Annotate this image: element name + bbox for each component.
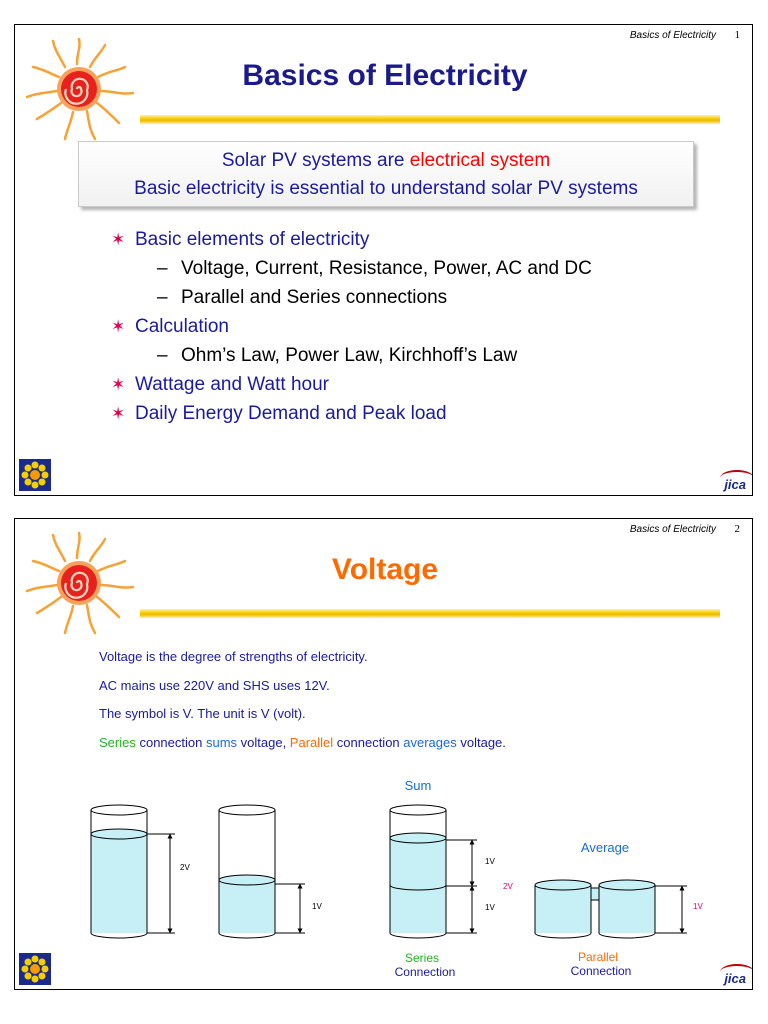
bullet-star-icon: ✶ xyxy=(111,230,126,249)
title-underline-bar xyxy=(140,115,720,124)
callout-line-2: Basic electricity is essential to unders… xyxy=(134,178,638,199)
text-fragment: connection xyxy=(135,735,206,750)
dash-icon: – xyxy=(157,287,168,308)
bullet-text: Daily Energy Demand and Peak load xyxy=(135,403,447,424)
sun-logo-icon xyxy=(25,37,135,141)
flower-logo-icon xyxy=(19,953,51,985)
flower-logo-icon xyxy=(19,459,51,491)
slide-header-title: Basics of Electricity xyxy=(629,30,716,41)
paragraph-connections: Series connection sums voltage, Parallel… xyxy=(99,735,506,750)
sub-bullet-text: Parallel and Series connections xyxy=(181,287,448,308)
caption-series-line1: Series xyxy=(405,951,439,965)
sun-logo-icon xyxy=(25,531,135,635)
bullet-text: Wattage and Watt hour xyxy=(135,374,329,395)
parallel-cylinders xyxy=(534,879,687,939)
value-label-series-bottom: 1V xyxy=(485,903,495,912)
callout-highlight: electrical system xyxy=(409,150,551,171)
page-number: 1 xyxy=(734,29,741,41)
callout-line-1-text: Solar PV systems are xyxy=(221,150,410,171)
jica-logo: jica xyxy=(720,470,752,492)
sub-bullet-text: Voltage, Current, Resistance, Power, AC … xyxy=(181,258,592,279)
voltage-diagram: 2V 1V Sum xyxy=(90,778,703,979)
caption-series-line2: Connection xyxy=(395,965,456,979)
cylinder-1v xyxy=(218,804,305,939)
callout-box: Solar PV systems are electrical system B… xyxy=(78,141,694,207)
slide-header-title: Basics of Electricity xyxy=(629,524,716,535)
bullet-star-icon: ✶ xyxy=(111,317,126,336)
dash-icon: – xyxy=(157,258,168,279)
text-sums: sums xyxy=(205,735,238,750)
page-title: Voltage xyxy=(331,553,439,586)
text-fragment: voltage, xyxy=(237,735,290,750)
text-averages: averages xyxy=(403,735,457,750)
paragraph: Voltage is the degree of strengths of el… xyxy=(99,649,368,664)
slide-1: Basics of Electricity 1 Basics of Electr… xyxy=(14,24,753,496)
text-fragment: connection xyxy=(333,735,404,750)
text-fragment: voltage. xyxy=(456,735,506,750)
cylinder-2v xyxy=(90,804,175,939)
caption-parallel-line1: Parallel xyxy=(578,950,618,964)
sub-bullet-text: Ohm’s Law, Power Law, Kirchhoff’s Law xyxy=(181,345,518,366)
caption-parallel-line2: Connection xyxy=(571,964,632,978)
value-label-1v: 1V xyxy=(312,902,322,911)
text-parallel: Parallel xyxy=(289,735,334,750)
value-label-parallel: 1V xyxy=(693,902,703,911)
page-number: 2 xyxy=(734,523,741,535)
paragraph: AC mains use 220V and SHS uses 12V. xyxy=(99,678,330,693)
jica-logo: jica xyxy=(720,964,752,986)
bullet-star-icon: ✶ xyxy=(111,375,126,394)
callout-line-1: Solar PV systems are electrical system xyxy=(79,147,693,175)
series-cylinders xyxy=(389,804,477,939)
slide-2: Basics of Electricity 2 Voltage Voltage … xyxy=(14,518,753,990)
paragraph: The symbol is V. The unit is V (volt). xyxy=(99,706,306,721)
label-sum: Sum xyxy=(405,778,432,793)
value-label-series-top: 1V xyxy=(485,857,495,866)
page-title: Basics of Electricity xyxy=(242,59,528,92)
text-series: Series xyxy=(99,735,136,750)
bullet-text: Calculation xyxy=(135,316,229,337)
label-average: Average xyxy=(581,840,629,855)
value-label-2v: 2V xyxy=(180,863,190,872)
bullet-text: Basic elements of electricity xyxy=(135,229,370,250)
bullet-star-icon: ✶ xyxy=(111,404,126,423)
value-label-series-total: 2V xyxy=(503,882,513,891)
title-underline-bar xyxy=(140,609,720,618)
dash-icon: – xyxy=(157,345,168,366)
